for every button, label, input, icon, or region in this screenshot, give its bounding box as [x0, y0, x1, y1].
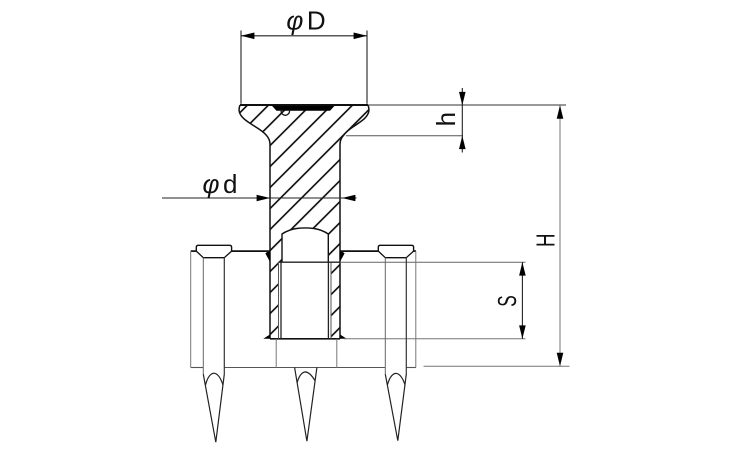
svg-text:φd: φd	[203, 169, 238, 199]
svg-text:S: S	[492, 295, 522, 307]
svg-text:h: h	[431, 112, 461, 126]
svg-text:φD: φD	[286, 6, 325, 36]
svg-text:H: H	[531, 234, 561, 248]
